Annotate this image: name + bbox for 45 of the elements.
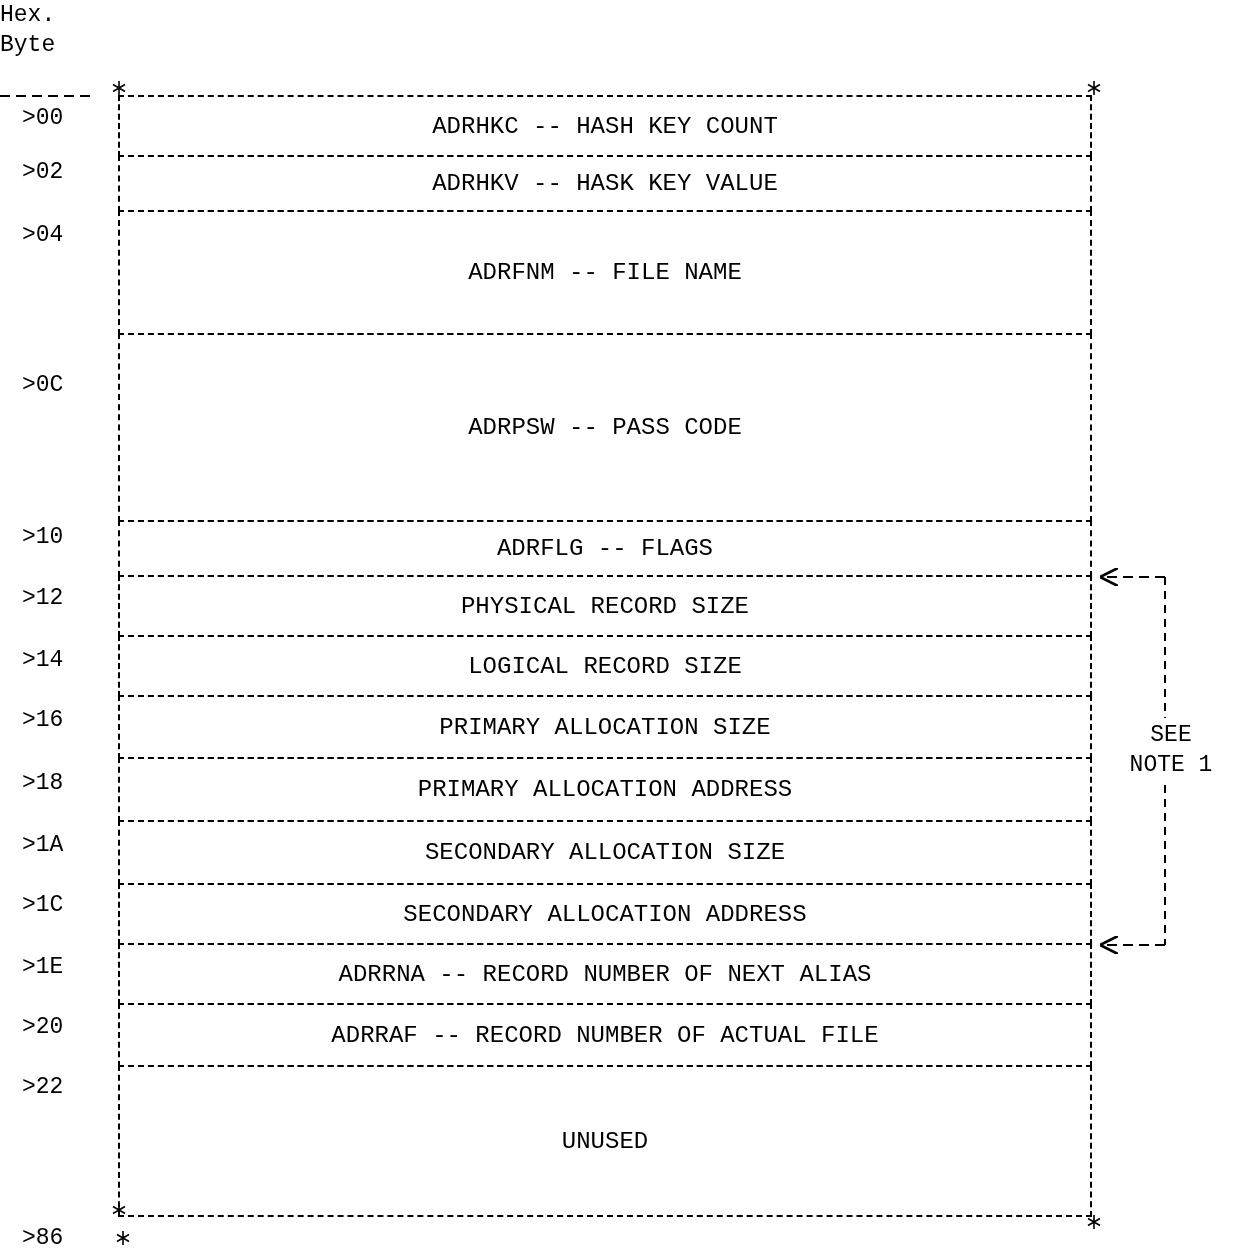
hex-offset: >22 <box>22 1073 64 1102</box>
field-row <box>118 210 1092 335</box>
field-name: ADRFLG -- FLAGS <box>496 535 713 562</box>
field-row <box>118 635 1092 697</box>
hex-offset: >20 <box>22 1013 64 1042</box>
field-name: ADRPSW -- PASS CODE <box>468 414 742 441</box>
field-name: PHYSICAL RECORD SIZE <box>460 592 749 620</box>
field-name: ADRHKC -- HASH KEY COUNT <box>432 112 778 140</box>
field-name: SECONDARY ALLOCATION SIZE <box>424 839 786 866</box>
column-header: Hex. Byte <box>0 1 57 60</box>
hex-offset: >16 <box>22 706 64 735</box>
hex-offset: >1A <box>22 831 64 860</box>
field-name: PRIMARY ALLOCATION ADDRESS <box>417 776 793 803</box>
field-name: ADRRNA -- RECORD NUMBER OF NEXT ALIAS <box>338 960 872 988</box>
field-row <box>118 943 1092 1005</box>
hex-offset: >18 <box>22 769 64 798</box>
field-row <box>118 333 1092 522</box>
field-name: PRIMARY ALLOCATION SIZE <box>439 713 771 741</box>
hex-offset: >12 <box>22 584 64 613</box>
field-row <box>118 1065 1092 1217</box>
hex-offset: >10 <box>22 523 64 552</box>
field-row <box>118 757 1092 822</box>
field-row <box>118 155 1092 212</box>
field-row <box>118 695 1092 759</box>
hex-offset: >02 <box>22 158 64 187</box>
field-row <box>118 575 1092 637</box>
hex-offset: >04 <box>22 221 64 250</box>
field-name: UNUSED <box>561 1127 649 1155</box>
note-reference: SEE NOTE 1 <box>1128 721 1214 780</box>
hex-offset: >00 <box>22 104 64 133</box>
field-name: SECONDARY ALLOCATION ADDRESS <box>403 900 807 928</box>
field-name: ADRHKV -- HASK KEY VALUE <box>432 170 778 197</box>
field-row <box>118 883 1092 945</box>
hex-offset: >1C <box>22 891 64 920</box>
field-name: LOGICAL RECORD SIZE <box>468 652 742 680</box>
field-row <box>118 95 1092 157</box>
hex-offset: >14 <box>22 646 64 675</box>
field-row <box>118 1003 1092 1067</box>
hex-offset: >0C <box>22 371 64 400</box>
field-row <box>118 820 1092 885</box>
field-name: ADRFNM -- FILE NAME <box>468 259 742 286</box>
field-name: ADRRAF -- RECORD NUMBER OF ACTUAL FILE <box>331 1021 879 1049</box>
field-row <box>118 520 1092 577</box>
hex-offset: >1E <box>22 953 64 982</box>
hex-offset: >86 <box>22 1224 64 1253</box>
